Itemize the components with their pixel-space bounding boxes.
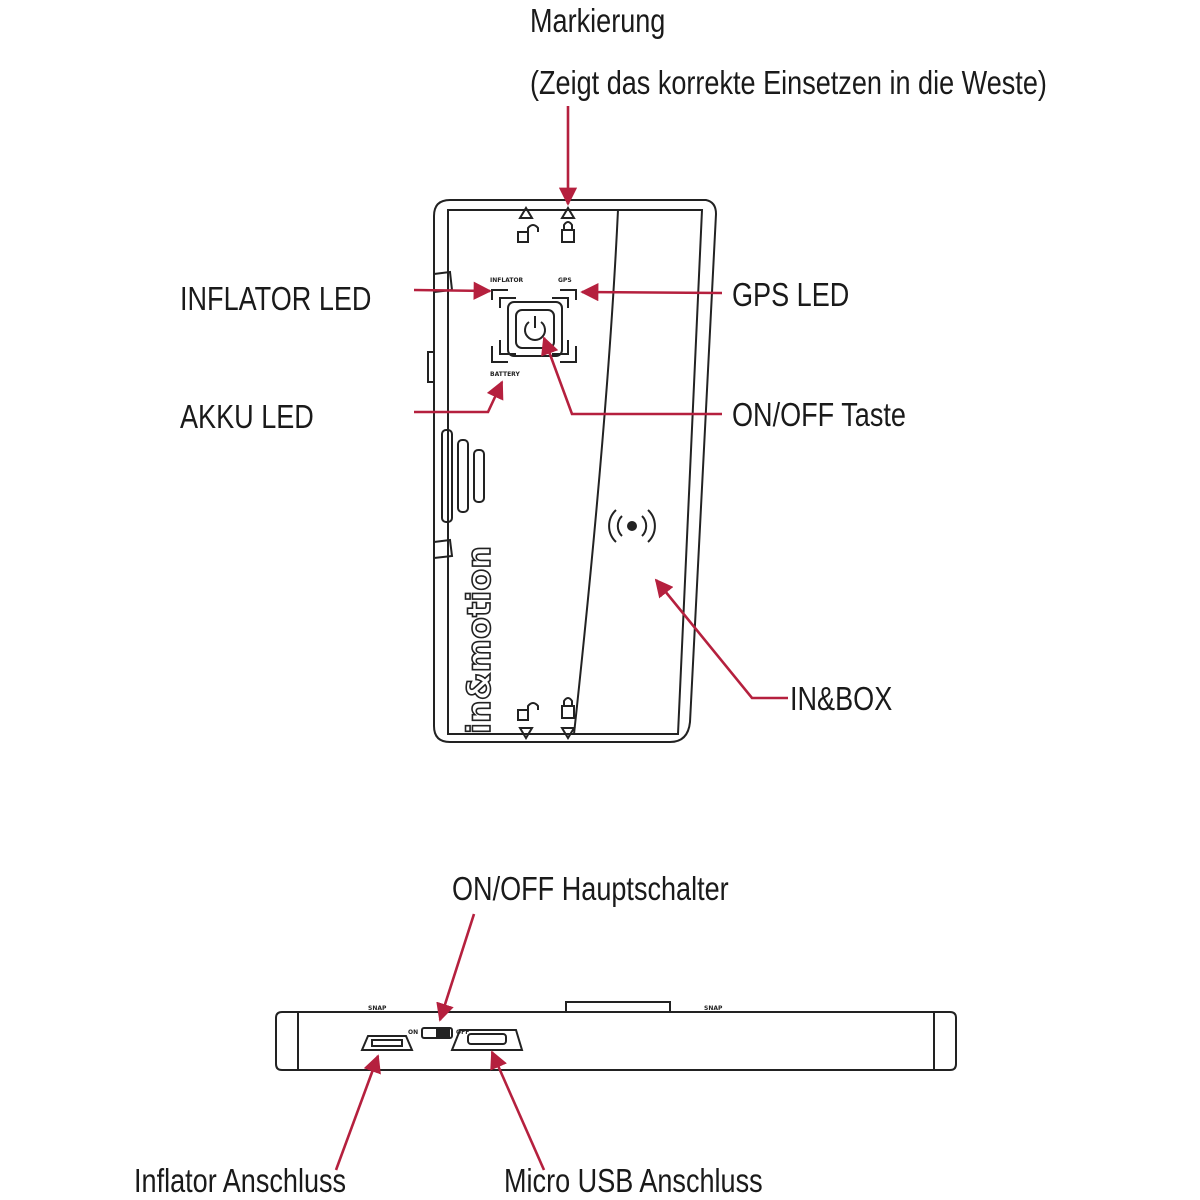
battery-led-caption: BATTERY [490,371,520,378]
brand-logo: in&motion [460,546,498,734]
device-side-view: SNAP SNAP ON OFF [275,1001,957,1071]
led-corner-br [560,346,577,363]
arrow-inflator-port [334,1054,381,1171]
triangle-marker-icon [518,727,534,740]
usb-port-label: Micro USB Anschluss [504,1162,763,1199]
triangle-marker-icon [560,206,576,219]
arrow-onoff-button [541,336,722,416]
inflator-led [491,289,508,300]
device-outline [433,199,718,743]
main-switch[interactable] [421,1027,453,1039]
bottom-notch [433,538,454,559]
inflator-led-label: INFLATOR LED [180,280,372,317]
unlock-icon [517,224,539,243]
gps-led [560,289,577,300]
arrow-inbox [654,578,788,700]
lock-icon [561,697,575,719]
inflator-port-label: Inflator Anschluss [134,1162,347,1199]
inbox-label: IN&BOX [790,680,893,717]
power-icon [524,316,546,341]
wireless-signal-icon [608,509,656,543]
side-button [427,351,435,383]
device-front-view: INFLATOR GPS BATTERY [427,199,718,743]
callout-arrows [334,106,788,1171]
arrow-akku-led [414,380,504,414]
speaker-grille [441,429,485,523]
micro-usb-port [450,1029,524,1051]
main-switch-label: ON/OFF Hauptschalter [452,870,729,907]
inflator-port [360,1035,414,1051]
triangle-marker-icon [560,727,576,740]
triangle-marker-icon [518,206,534,219]
inflator-led-caption: INFLATOR [490,277,524,284]
device-curve-line [573,209,619,735]
arrow-main-switch [436,913,476,1022]
onoff-button[interactable] [515,309,555,349]
gps-led-caption: GPS [558,277,572,284]
gps-led-inner [552,297,569,308]
main-switch-knob [436,1029,450,1037]
side-mark-right: SNAP [704,1005,723,1012]
switch-on-caption: ON [408,1029,418,1036]
arrow-usb-port [490,1050,546,1171]
top-ridge [565,1001,671,1013]
onoff-button-frame[interactable] [507,301,563,357]
side-mark-left: SNAP [368,1005,387,1012]
battery-led [491,346,508,363]
arrow-inflator-led [413,281,492,300]
switch-off-caption: OFF [456,1029,469,1036]
inflator-led-inner [499,297,516,308]
lock-icon [561,221,575,243]
side-outline [275,1011,957,1071]
gps-led-label: GPS LED [732,276,850,313]
arrow-gps-led [580,283,723,302]
unlock-icon [517,702,539,721]
akku-led-label: AKKU LED [180,398,314,435]
marking-label: Markierung [530,2,666,39]
onoff-button-label: ON/OFF Taste [732,396,906,433]
marking-description: (Zeigt das korrekte Einsetzen in die Wes… [530,64,1047,101]
